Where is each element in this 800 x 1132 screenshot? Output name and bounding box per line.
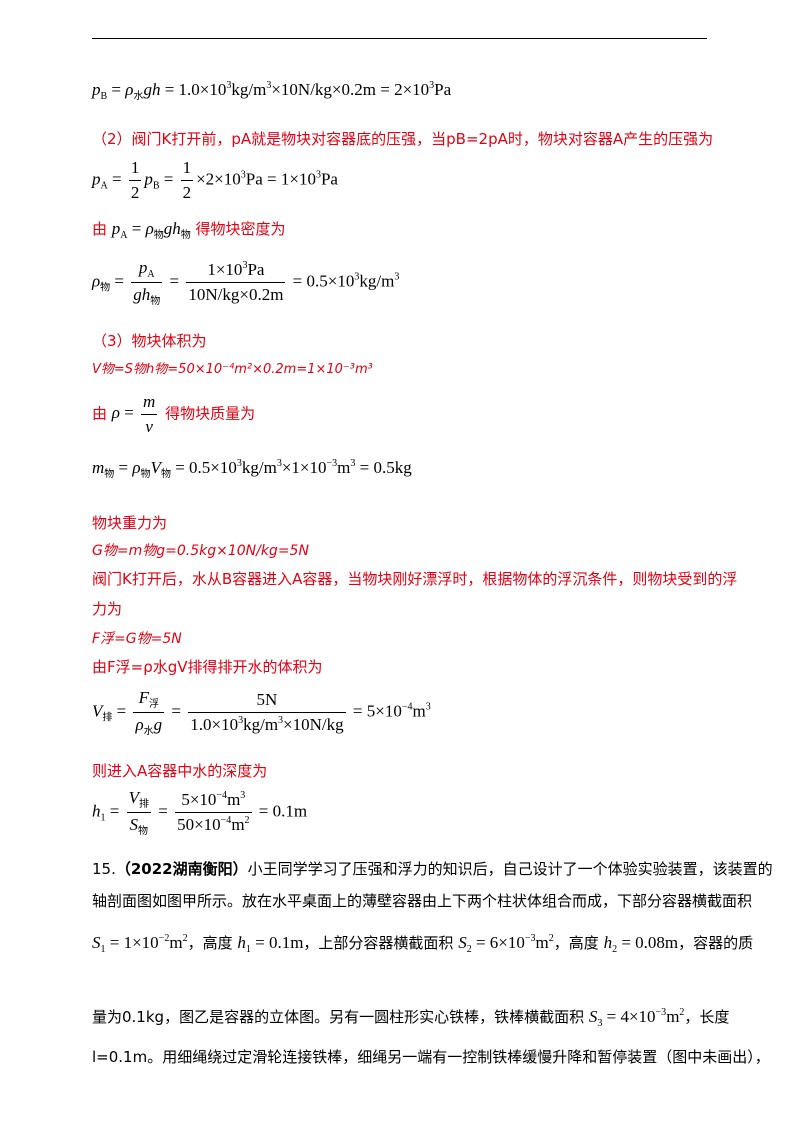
section-2-text: （2）阀门K打开前，pA就是物块对容器底的压强，当pB=2pA时，物块对容器A产… bbox=[92, 130, 714, 148]
equation-pressure-b: pB = ρ水gh = 1.0×103kg/m3×10N/kg×0.2m = 2… bbox=[92, 80, 452, 102]
q15-line1: 15.（2022湖南衡阳）小王同学学习了压强和浮力的知识后，自己设计了一个体验实… bbox=[92, 860, 773, 878]
displaced-intro: 由F浮=ρ水gV排得排开水的体积为 bbox=[92, 658, 323, 676]
q15-line5: l=0.1m。用细绳绕过定滑轮连接铁棒，细绳另一端有一控制铁棒缓慢升降和暂停装置… bbox=[92, 1048, 770, 1066]
q15-line3: S1 = 1×10−2m2，高度 h1 = 0.1m，上部分容器横截面积 S2 … bbox=[92, 933, 754, 955]
volume-equation: V物=S物h物=50×10⁻⁴m²×0.2m=1×10⁻³m³ bbox=[92, 362, 373, 377]
after-valve-line1: 阀门K打开后，水从B容器进入A容器，当物块刚好漂浮时，根据物体的浮沉条件，则物块… bbox=[92, 570, 738, 588]
density-intro: 由 pA = ρ物gh物 得物块密度为 bbox=[92, 219, 286, 241]
buoyancy-equation: F浮=G物=5N bbox=[92, 631, 182, 647]
section-3-title: （3）物块体积为 bbox=[92, 332, 207, 350]
weight-equation: G物=m物g=0.5kg×10N/kg=5N bbox=[92, 543, 309, 559]
q15-line2: 轴剖面图如图甲所示。放在水平桌面上的薄壁容器由上下两个柱状体组合而成，下部分容器… bbox=[92, 892, 753, 910]
equation-mass: m物 = ρ物V物 = 0.5×103kg/m3×1×10−3m3 = 0.5k… bbox=[92, 458, 412, 480]
depth-title: 则进入A容器中水的深度为 bbox=[92, 762, 268, 780]
after-valve-line2: 力为 bbox=[92, 600, 123, 618]
weight-title: 物块重力为 bbox=[92, 514, 168, 532]
q15-line4: 量为0.1kg，图乙是容器的立体图。另有一圆柱形实心铁棒，铁棒横截面积 S3 =… bbox=[92, 1007, 730, 1029]
header-rule bbox=[92, 38, 707, 39]
